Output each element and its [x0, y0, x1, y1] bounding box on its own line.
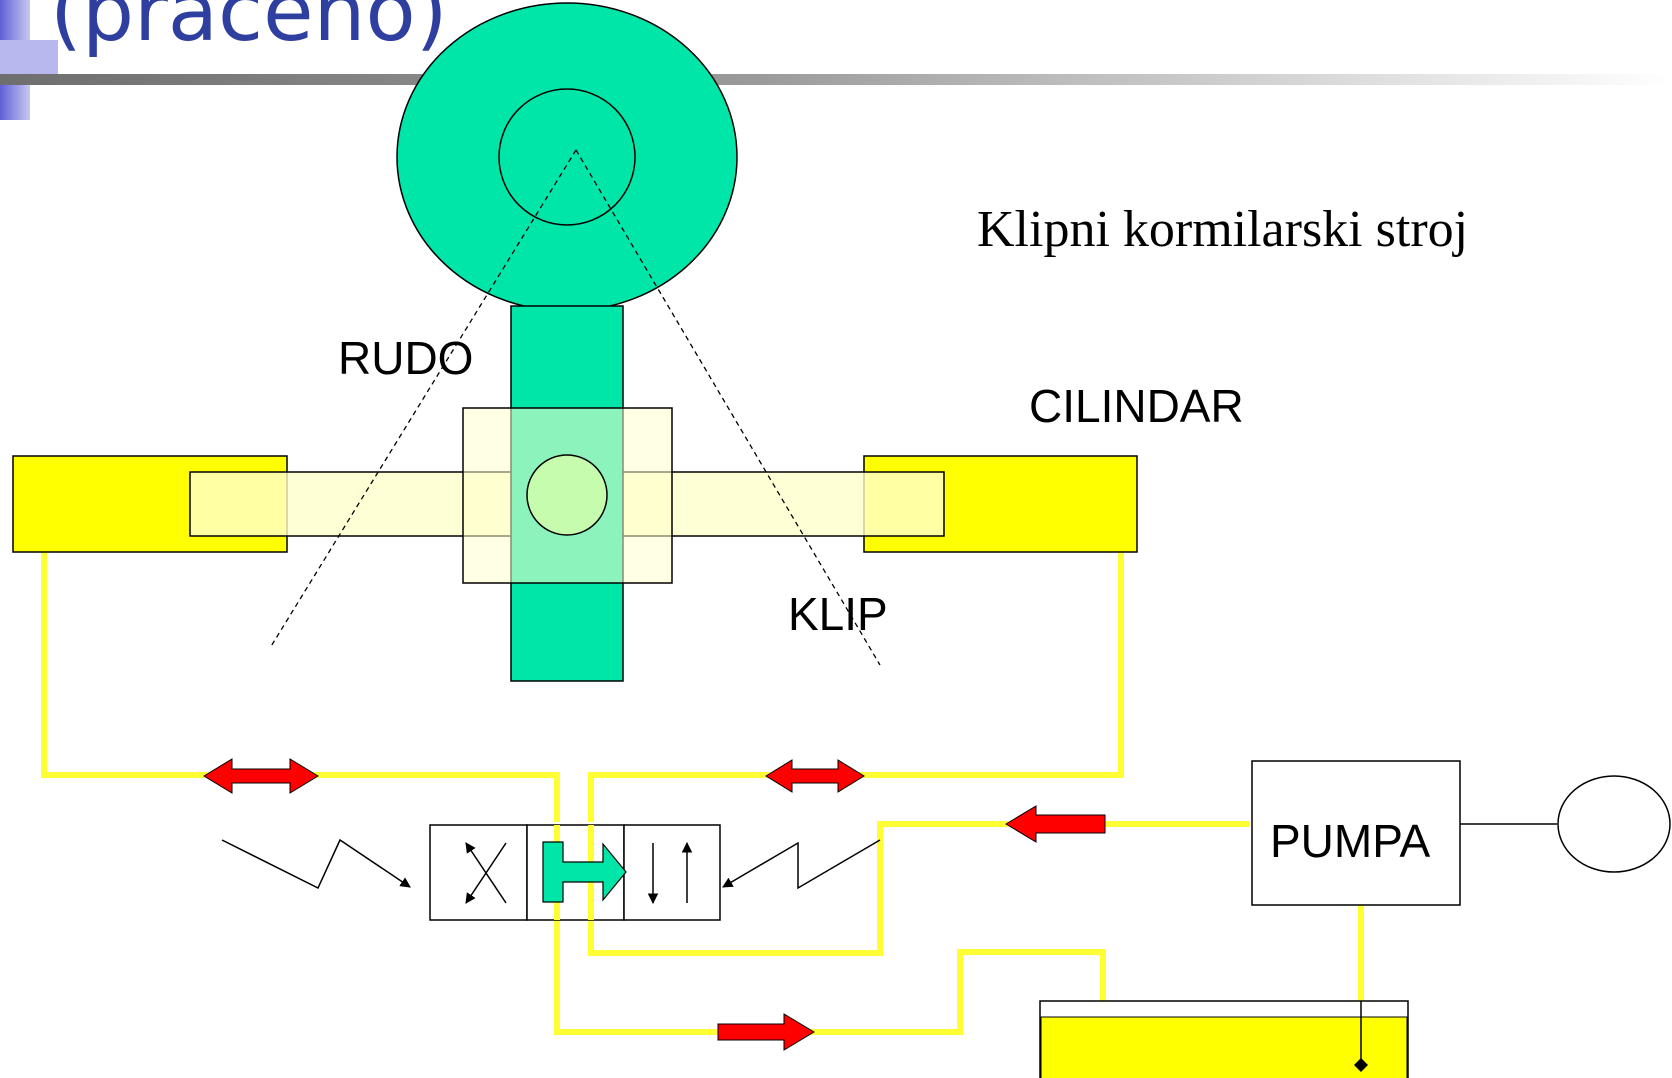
- flow-arrows: [203, 758, 1106, 1051]
- valve-center-double-arrow: [542, 841, 627, 903]
- crosshead-pin: [526, 454, 608, 536]
- valve-box-parallel: [623, 824, 721, 921]
- hydraulic-pipes: [41, 550, 1364, 1068]
- rudder-assembly: [396, 2, 738, 682]
- title-underline-bar: [0, 74, 1672, 85]
- valve-box-crossed: [429, 824, 528, 921]
- oil-tank: [1039, 1000, 1409, 1078]
- rudder-angle-line-left: [269, 149, 577, 649]
- label-klip: KLIP: [788, 588, 888, 640]
- label-pumpa: PUMPA: [1270, 815, 1430, 867]
- pump-assembly: PUMPA: [1251, 760, 1671, 906]
- label-cilindar: CILINDAR: [1029, 380, 1244, 432]
- directional-valve: [429, 824, 721, 921]
- pipe-return-to-tank: [554, 918, 1106, 1035]
- rudder-angle-line-right: [575, 149, 881, 666]
- pipe-pump-pressure: [588, 821, 1250, 956]
- rudder-wheel: [396, 2, 738, 312]
- valve-cross-arrow-b: [465, 842, 507, 904]
- valve-actuators: [221, 838, 881, 890]
- motor-icon: [1557, 775, 1671, 873]
- flow-arrow-return: [717, 1013, 815, 1051]
- flow-arrow-left-double: [203, 758, 319, 794]
- label-rudo: RUDO: [338, 332, 473, 384]
- slide-accent-square: [0, 40, 58, 74]
- rudder-angle-lines: [269, 149, 881, 666]
- flow-arrow-right-double: [765, 759, 865, 793]
- slide-header: (praćeno): [0, 0, 1672, 120]
- spring-right: [722, 839, 881, 890]
- suction-strainer-icon: [1354, 1058, 1368, 1072]
- diagram-title: Klipni kormilarski stroj: [977, 201, 1468, 258]
- flow-arrow-pump-pressure: [1005, 805, 1106, 843]
- rudder-hub: [498, 88, 636, 226]
- slide-title-partial: (praćeno): [50, 0, 448, 60]
- spring-left: [221, 838, 411, 890]
- tank-oil: [1040, 1016, 1408, 1078]
- pump-box: [1251, 760, 1461, 906]
